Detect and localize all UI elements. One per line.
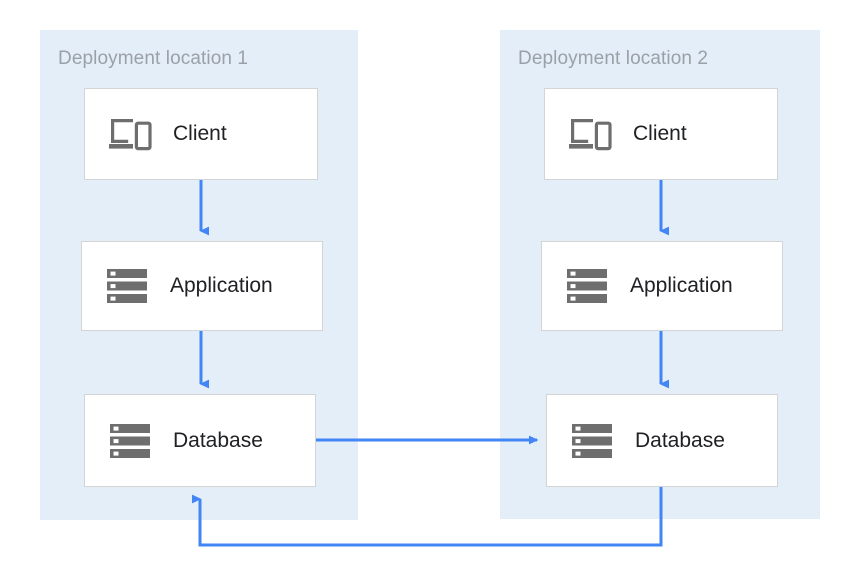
node-application-1[interactable]: Application [81, 241, 323, 331]
server-stack-icon [569, 420, 615, 462]
client-devices-icon [107, 113, 153, 155]
server-stack-icon [104, 265, 150, 307]
node-client-1[interactable]: Client [84, 88, 318, 180]
node-client-2[interactable]: Client [544, 88, 778, 180]
region-title-deployment-location-2: Deployment location 2 [518, 48, 709, 69]
node-label-application-1: Application [170, 274, 273, 297]
server-stack-icon [564, 265, 610, 307]
node-label-application-2: Application [630, 274, 733, 297]
node-database-2[interactable]: Database [546, 394, 778, 487]
region-title-deployment-location-1: Deployment location 1 [58, 48, 249, 69]
node-label-database-2: Database [635, 428, 725, 452]
node-application-2[interactable]: Application [541, 241, 783, 331]
node-label-database-1: Database [173, 428, 263, 452]
node-database-1[interactable]: Database [84, 394, 316, 487]
node-label-client-1: Client [173, 122, 227, 145]
server-stack-icon [107, 420, 153, 462]
client-devices-icon [567, 113, 613, 155]
node-label-client-2: Client [633, 122, 687, 145]
